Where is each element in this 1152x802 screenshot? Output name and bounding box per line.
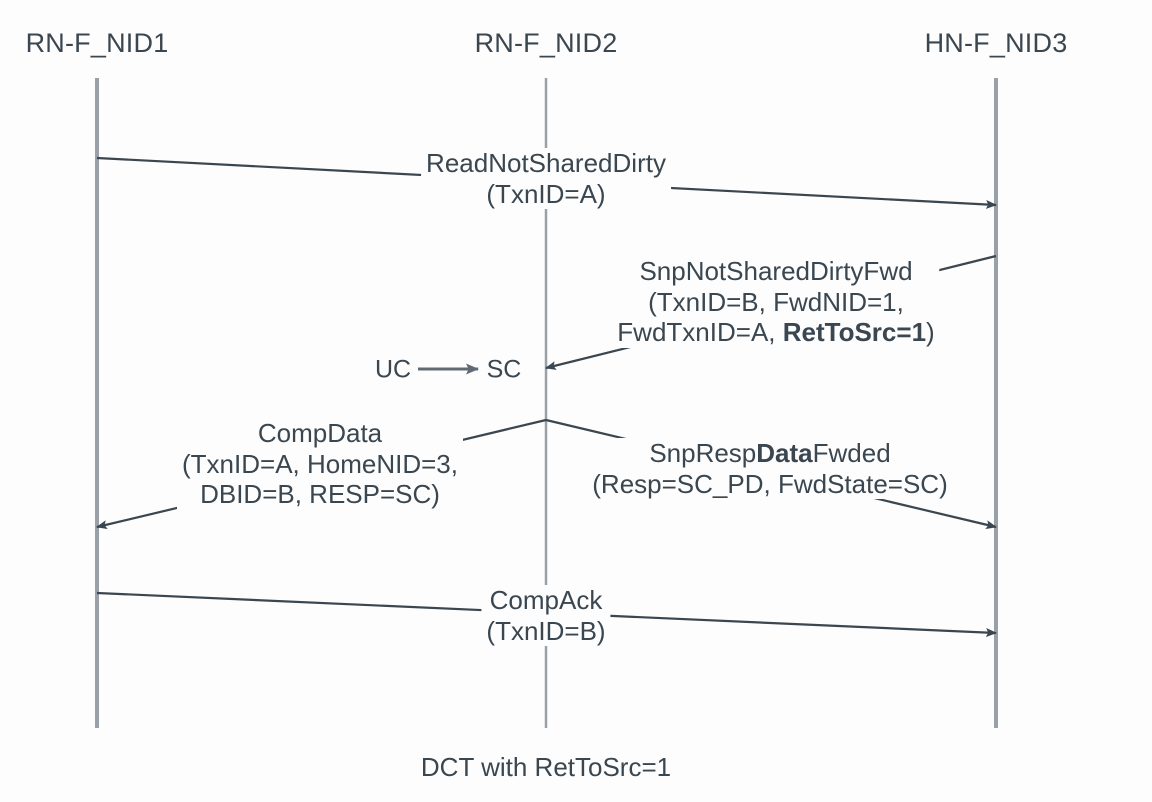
message-label-read-not-shared-dirty: ReadNotSharedDirty (TxnID=A) [421,148,671,210]
state-label-to: SC [482,355,526,385]
message-label-line: SnpNotSharedDirtyFwd [639,256,913,286]
diagram-caption: DCT with RetToSrc=1 [420,752,672,782]
message-label-line: (TxnID=A) [486,178,606,209]
message-label-line: CompData [257,418,383,448]
message-label-line-bold-part: FwdTxnID=A, RetToSrc=1) [617,317,935,348]
message-label-line: (TxnID=A, HomeNID=3, [182,448,458,479]
message-label-line: (TxnID=B) [486,615,606,646]
message-label-snp-resp-data-fwded: SnpRespDataFwded (Resp=SC_PD, FwdState=S… [587,438,953,500]
state-label-from: UC [370,355,416,385]
message-label-line-bold-part: SnpRespDataFwded [649,438,891,468]
message-label-line: CompAck [489,585,603,615]
message-label-comp-data: CompData (TxnID=A, HomeNID=3, DBID=B, RE… [177,418,463,511]
lane-header-nid1: RN-F_NID1 [25,28,169,58]
lane-header-nid3: HN-F_NID3 [924,28,1068,58]
message-label-line: (Resp=SC_PD, FwdState=SC) [592,468,948,499]
message-label-snp-not-shared-dirty-fwd: SnpNotSharedDirtyFwd (TxnID=B, FwdNID=1,… [612,256,940,349]
message-label-comp-ack: CompAck (TxnID=B) [481,585,611,647]
message-label-line: (TxnID=B, FwdNID=1, [648,286,904,317]
message-label-line: ReadNotSharedDirty [426,148,666,178]
message-label-line: DBID=B, RESP=SC) [200,479,440,510]
lane-header-nid2: RN-F_NID2 [474,28,618,58]
